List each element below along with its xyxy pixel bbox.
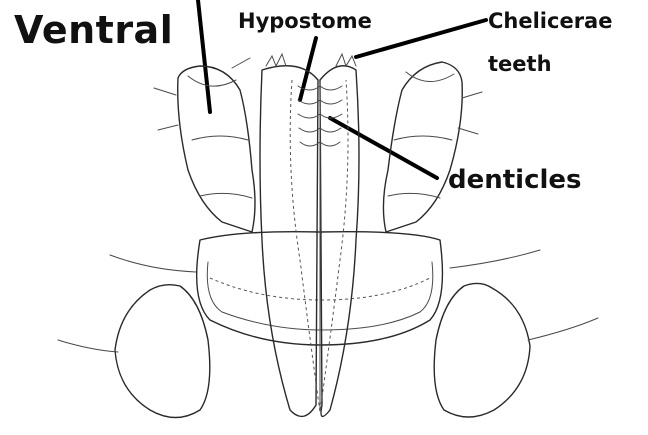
label-chelicerae: Chelicerae	[488, 9, 612, 33]
left-palp-segment-line	[192, 136, 248, 140]
right-leg-edge	[450, 250, 540, 268]
hypostome-dotted-outline	[290, 80, 348, 412]
leader-line-chelicerae	[356, 20, 486, 57]
left-palp-seta	[158, 125, 178, 130]
right-coxa-outline	[434, 283, 530, 417]
chelicerae-teeth	[266, 54, 286, 66]
left-leg-edge	[110, 255, 196, 272]
left-palp-outline	[178, 66, 255, 232]
label-chelicerae-teeth: teeth	[488, 52, 552, 76]
left-palp-seta	[154, 88, 176, 95]
right-leg-edge	[528, 318, 598, 340]
chelicerae-teeth	[336, 54, 356, 66]
label-hypostome: Hypostome	[238, 9, 372, 33]
leader-line-denticles	[330, 118, 437, 178]
right-palp-seta	[458, 128, 478, 134]
label-denticles: denticles	[448, 165, 582, 195]
left-palp-segment-line	[200, 193, 252, 198]
chelicera-right-outline	[320, 66, 359, 417]
left-palp-seta	[232, 58, 250, 68]
leader-line-palp	[198, 0, 210, 112]
left-leg-edge	[58, 340, 118, 352]
left-coxa-outline	[115, 285, 210, 418]
left-palp-tip	[188, 76, 236, 86]
right-palp-segment-line	[394, 136, 452, 140]
right-palp-segment-line	[388, 193, 440, 198]
view-title: Ventral	[14, 8, 173, 52]
right-palp-seta	[462, 92, 482, 98]
right-palp-tip	[406, 72, 454, 82]
right-palp-outline	[383, 62, 462, 232]
